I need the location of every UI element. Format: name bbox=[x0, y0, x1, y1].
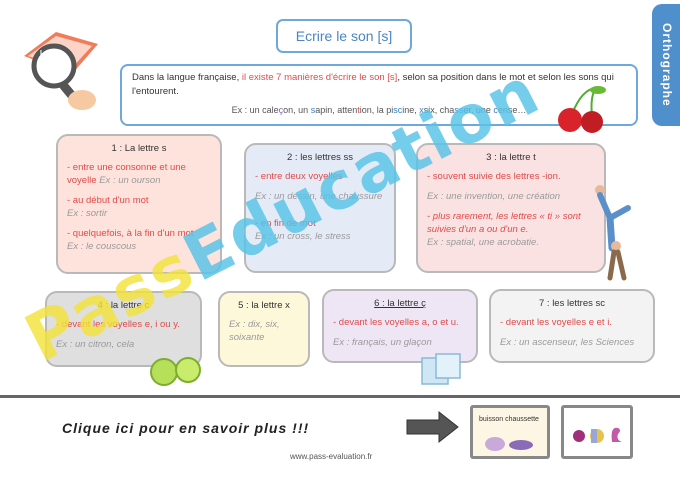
rule-text: - entre une consonne et une voyelle bbox=[67, 162, 186, 186]
cherries-icon bbox=[558, 86, 606, 133]
intro-ex-text: apin, atten bbox=[315, 105, 358, 115]
card-rule: - plus rarement, les lettres « ti » sont… bbox=[427, 211, 581, 235]
page-title: Ecrire le son [s] bbox=[276, 19, 412, 53]
intro-ex-text: ion, la pi bbox=[359, 105, 394, 115]
intro-highlight: il existe 7 manières d'écrire le son [s] bbox=[241, 72, 398, 83]
card-lettre-s: 1 : La lettre s - entre une consonne et … bbox=[56, 134, 222, 274]
card-lettre-t: 3 : la lettre t - souvent suivie des let… bbox=[416, 143, 606, 273]
example-text: Ex : français, un glaçon bbox=[333, 337, 432, 348]
footer-url[interactable]: www.pass-evaluation.fr bbox=[290, 452, 373, 461]
intro-part3: , selon sa position dans le mot et selon… bbox=[132, 72, 614, 97]
example-text: Ex : un citron, cela bbox=[56, 339, 135, 350]
card-heading: 1 : La lettre s bbox=[111, 143, 167, 154]
intro-ex-hl: t bbox=[357, 105, 360, 115]
example-text: Ex : un ascenseur, les Sciences bbox=[500, 337, 635, 348]
thumbnail-illustration-icon bbox=[573, 427, 622, 443]
lesson-book-icon bbox=[24, 32, 98, 110]
card-lettres-sc: 7 : les lettres sc - devant les voyelles… bbox=[489, 289, 655, 363]
card-rule: - devant les voyelles e et i. bbox=[500, 317, 612, 328]
intro-text: Dans la langue française, il existe 7 ma… bbox=[132, 71, 626, 99]
card-rule: - quelquefois, à la fin d'un mot bbox=[67, 228, 194, 239]
divider bbox=[0, 395, 680, 398]
example-text: Ex : un dessin, une chaussure bbox=[255, 191, 383, 202]
example-text: Ex : une invention, une création bbox=[427, 191, 561, 202]
card-heading: 3 : la lettre t bbox=[486, 152, 536, 163]
card-rule: - devant les voyelles e, i ou y. bbox=[56, 319, 180, 330]
card-rule: - entre une consonne et une voyelle Ex :… bbox=[67, 161, 211, 187]
intro-ex-hl: s bbox=[310, 105, 316, 115]
card-heading: 7 : les lettres sc bbox=[539, 298, 605, 309]
card-rule: - devant les voyelles a, o et u. bbox=[333, 317, 459, 328]
more-info-link[interactable]: Clique ici pour en savoir plus !!! bbox=[62, 420, 310, 436]
example-text: Ex : le couscous bbox=[67, 241, 137, 252]
intro-part1: Dans la langue française, bbox=[132, 72, 242, 83]
card-rule: - entre deux voyelles bbox=[255, 171, 343, 182]
example-text: Ex : spatial, une acrobatie. bbox=[427, 237, 539, 248]
intro-ex-text: ine, bbox=[402, 105, 420, 115]
side-tab-orthographe[interactable]: Orthographe bbox=[652, 4, 680, 126]
card-lettre-c-cedille: 6 : la lettre ç - devant les voyelles a,… bbox=[322, 289, 478, 363]
intro-examples: Ex : un caleçon, un sapin, attention, la… bbox=[132, 103, 626, 117]
intro-ex-hl: sc bbox=[393, 105, 403, 115]
intro-ex-text: er, une bbox=[463, 105, 494, 115]
page-title-text: Ecrire le son [s] bbox=[295, 28, 393, 44]
arrow-right-icon bbox=[406, 410, 459, 444]
side-tab-label: Orthographe bbox=[660, 23, 674, 107]
ice-cube-icon bbox=[421, 353, 461, 385]
intro-ex-hl: x bbox=[419, 105, 424, 115]
intro-ex-text: ense… bbox=[497, 105, 527, 115]
lemon-slices-icon bbox=[150, 357, 201, 386]
card-rule: - en fin de mot bbox=[255, 218, 316, 229]
intro-ex-text: on, un bbox=[283, 105, 311, 115]
example-text: Ex : un cross, le stress bbox=[255, 231, 351, 242]
thumbnail-label: buisson chaussette bbox=[479, 416, 539, 423]
card-lettres-ss: 2 : les lettres ss - entre deux voyelles… bbox=[244, 143, 396, 273]
card-heading: 2 : les lettres ss bbox=[287, 152, 353, 163]
card-rule: - au début d'un mot bbox=[67, 195, 149, 206]
example-text: Ex : un ourson bbox=[99, 175, 161, 186]
intro-box: Dans la langue française, il existe 7 ma… bbox=[120, 64, 638, 126]
intro-ex-hl: ss bbox=[454, 105, 464, 115]
example-text: Ex : dix, six, soixante bbox=[229, 319, 280, 343]
thumbnail-illustration-icon bbox=[485, 437, 533, 451]
lesson-badge-label: Leçon bbox=[40, 50, 61, 57]
intro-ex-hl: ç bbox=[278, 105, 284, 115]
intro-ex-text: Ex : un cale bbox=[231, 105, 279, 115]
card-heading: 4 : la lettre c bbox=[97, 300, 150, 311]
example-text: Ex : sortir bbox=[67, 208, 108, 219]
card-lettre-c: 4 : la lettre c - devant les voyelles e,… bbox=[45, 291, 202, 367]
card-rule: - souvent suivie des lettres -ion. bbox=[427, 171, 561, 182]
card-lettre-x: 5 : la lettre x Ex : dix, six, soixante bbox=[218, 291, 310, 367]
thumbnail-lesson-2[interactable] bbox=[561, 405, 633, 459]
intro-ex-hl: c bbox=[493, 105, 498, 115]
card-heading: 6 : la lettre ç bbox=[374, 298, 426, 309]
acrobat-figure-icon bbox=[595, 185, 631, 281]
thumbnail-lesson-1[interactable]: buisson chaussette bbox=[470, 405, 550, 459]
card-heading: 5 : la lettre x bbox=[238, 300, 290, 311]
intro-ex-text: six, cha bbox=[423, 105, 455, 115]
